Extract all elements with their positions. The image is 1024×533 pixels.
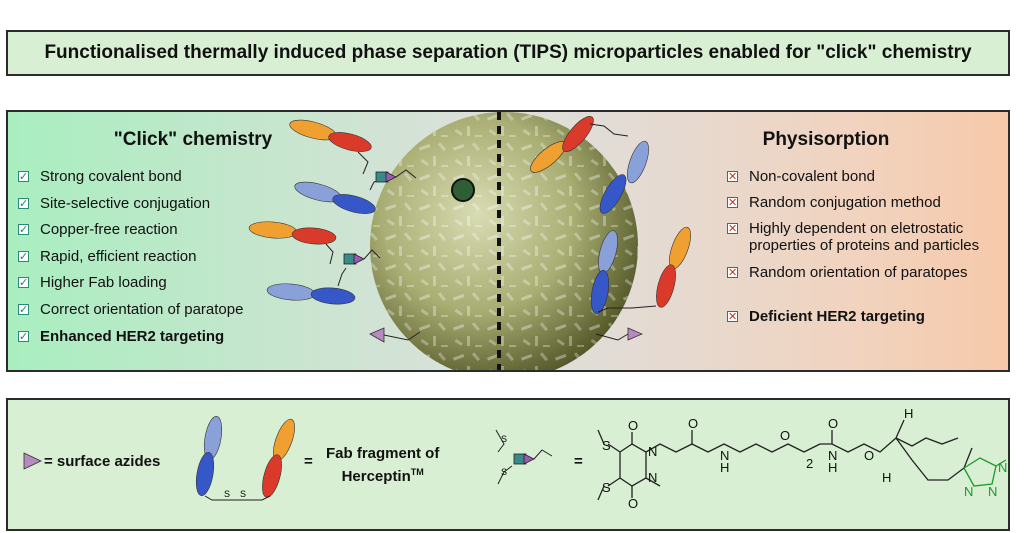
equals-sign: = (304, 453, 313, 470)
svg-text:2: 2 (806, 456, 813, 471)
svg-text:O: O (628, 418, 638, 433)
linker-s-label: S (501, 467, 507, 477)
svg-text:H: H (720, 460, 729, 475)
triazole-atom-labels: N N N (964, 460, 1007, 499)
fab-fragment-clicked-top (289, 119, 417, 214)
list-item: ✓Copper-free reaction (18, 221, 178, 239)
tips-microparticle (370, 112, 638, 370)
svg-text:N: N (720, 448, 729, 463)
click-advantages-list: ✓Strong covalent bond ✓Site-selective co… (18, 168, 298, 354)
checkbox-checked-icon: ✓ (18, 277, 29, 290)
physisorption-heading: Physisorption (762, 129, 890, 150)
fab-fragment-adsorbed-top (530, 116, 649, 214)
surface-azide-left (369, 327, 421, 343)
svg-text:N: N (998, 460, 1007, 475)
microparticle-illustration (248, 112, 691, 370)
list-item: ✓Rapid, efficient reaction (18, 247, 197, 265)
fab-legend-icon: S S (195, 415, 295, 501)
checkbox-checked-icon: ✓ (18, 303, 29, 316)
legend-panel: S S S S (6, 398, 1010, 531)
disulfide-s-label: S (240, 489, 246, 499)
physisorption-disadvantages-list: ✕Non-covalent bond ✕Random conjugation m… (727, 168, 1008, 334)
checkbox-crossed-icon: ✕ (727, 267, 738, 279)
checkbox-crossed-icon: ✕ (727, 197, 738, 209)
list-item: ✓Correct orientation of paratope (18, 300, 244, 318)
svg-text:S: S (602, 480, 611, 495)
svg-text:N: N (648, 470, 657, 485)
svg-text:H: H (904, 406, 913, 421)
particle-pore-dot (451, 178, 475, 202)
checkbox-crossed-icon: ✕ (727, 171, 738, 183)
fab-legend-label: Fab fragment of HerceptinTM (326, 445, 440, 485)
list-item: ✕Highly dependent on eletrostatic proper… (727, 220, 980, 254)
checkbox-checked-icon: ✓ (18, 197, 29, 210)
legend-graphics: S S S S (23, 406, 1007, 511)
list-item: ✓Strong covalent bond (18, 168, 182, 185)
list-item: ✕Non-covalent bond (727, 168, 875, 185)
svg-text:N: N (988, 484, 997, 499)
svg-text:H: H (828, 460, 837, 475)
equals-sign-structure: = (574, 453, 583, 470)
fab-fragment-clicked-bottom (248, 221, 381, 305)
page-title: Functionalised thermally induced phase s… (44, 42, 972, 63)
list-item: ✓Enhanced HER2 targeting (18, 327, 225, 345)
fab-fragment-adsorbed-bottom (590, 226, 691, 315)
disulfide-s-label: S (224, 489, 230, 499)
checkbox-crossed-icon: ✕ (727, 223, 738, 235)
comparison-panel: "Click" chemistry ✓Strong covalent bond … (6, 110, 1010, 372)
svg-text:O: O (628, 496, 638, 511)
checkbox-checked-icon: ✓ (18, 224, 29, 237)
surface-azide-right (595, 327, 644, 341)
list-item: ✕Random conjugation method (727, 194, 941, 211)
svg-text:O: O (688, 416, 698, 431)
click-chemistry-heading: "Click" chemistry (113, 129, 273, 150)
checkbox-checked-icon: ✓ (18, 171, 29, 183)
svg-text:O: O (864, 448, 874, 463)
structure-atom-labels: S S O O N N O N H O 2 N H O O H H (602, 406, 913, 511)
svg-text:O: O (828, 416, 838, 431)
azide-legend-label: = surface azides (44, 453, 161, 470)
triazole-ring (963, 457, 1007, 487)
svg-text:H: H (882, 470, 891, 485)
checkbox-checked-icon: ✓ (18, 330, 29, 343)
linker-s-label: S (501, 434, 507, 444)
list-item: ✕Random orientation of paratopes (727, 264, 968, 281)
svg-text:O: O (780, 428, 790, 443)
checkbox-crossed-icon: ✕ (727, 311, 738, 323)
svg-text:S: S (602, 438, 611, 453)
svg-text:N: N (648, 444, 657, 459)
list-item: ✓Site-selective conjugation (18, 194, 211, 212)
svg-text:N: N (828, 448, 837, 463)
list-item: ✓Higher Fab loading (18, 274, 167, 292)
list-item: ✕Deficient HER2 targeting (727, 308, 925, 325)
checkbox-checked-icon: ✓ (18, 250, 29, 263)
click-linker-icon: S S (495, 429, 553, 485)
title-banner: Functionalised thermally induced phase s… (6, 30, 1010, 76)
svg-text:N: N (964, 484, 973, 499)
azide-triangle-icon (23, 452, 42, 470)
chemical-structure (597, 419, 973, 501)
